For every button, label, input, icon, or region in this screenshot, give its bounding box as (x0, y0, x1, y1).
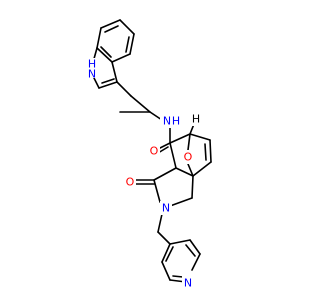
lactam-o-label: O (126, 176, 135, 189)
benzene-ring (96, 19, 135, 63)
indole-n-label: N (88, 68, 96, 81)
amide-h-label: H (172, 115, 180, 128)
pyridine-n-label: N (184, 277, 192, 290)
structure-diagram: H N N H O O H O N N (86, 19, 212, 290)
indole-h-label: H (88, 58, 96, 71)
stereo-h-label: H (192, 113, 200, 126)
molecule-canvas: H N N H O O H O N N (86, 19, 212, 290)
lactam-ring (135, 167, 194, 207)
bridge-o-label: O (184, 151, 193, 164)
pyridylmethyl (157, 213, 201, 283)
atom-labels: H N N H O O H O N N (86, 58, 202, 290)
ring-n-label: N (162, 202, 170, 215)
oxabicyclic-core (169, 123, 212, 177)
amide-o-label: O (150, 145, 159, 158)
amide-n-label: N (163, 115, 171, 128)
